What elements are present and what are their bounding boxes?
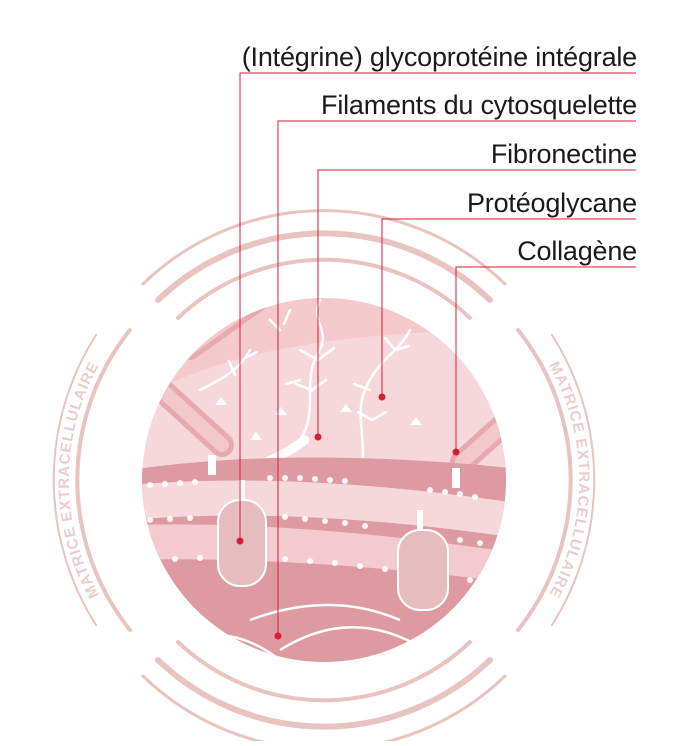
membrane-outer [142, 480, 506, 540]
ring-left-inner [75, 328, 132, 632]
collagen-anchor-right [452, 468, 460, 488]
collagen-anchor-left [208, 455, 216, 475]
marker-proteoglycane [378, 393, 386, 401]
leader-line-fibronectine [317, 169, 636, 437]
integrin-right [397, 529, 449, 611]
ring-bottom-small [176, 640, 472, 703]
ring-bottom-outer [141, 674, 507, 746]
marker-integrine [236, 537, 244, 545]
proteoglycan-branches [198, 298, 412, 482]
leader-line-filaments [277, 120, 636, 636]
marker-fibronectine [314, 433, 322, 441]
marker-filaments [274, 632, 282, 640]
label-fibronectine: Fibronectine [490, 139, 637, 169]
label-integrine: (Intégrine) glycoprotéine intégrale [241, 42, 637, 72]
phospholipid-heads [147, 475, 503, 586]
ring-right-inner [516, 328, 573, 632]
ring-top-inner [155, 230, 493, 303]
leader-line-proteoglycane [381, 218, 636, 397]
integrin-left-stalk [239, 480, 245, 502]
label-filaments: Filaments du cytosquelette [321, 90, 637, 120]
leader-line-collagene [455, 266, 636, 452]
ring-right-outer [551, 334, 596, 626]
ring-top-outer [141, 209, 507, 286]
label-collagene: Collagène [517, 236, 637, 266]
markers [236, 393, 460, 640]
marker-collagene [452, 448, 460, 456]
outer-rings [52, 209, 596, 746]
ring-bottom-inner [155, 657, 493, 730]
label-proteoglycane: Protéoglycane [466, 188, 637, 218]
ring-left-outer [52, 334, 97, 626]
ring-top-small [176, 257, 472, 320]
integrin-right-stalk [417, 510, 423, 534]
leader-lines [239, 72, 636, 636]
leader-line-integrine [239, 72, 636, 541]
cell-disk [142, 298, 506, 662]
